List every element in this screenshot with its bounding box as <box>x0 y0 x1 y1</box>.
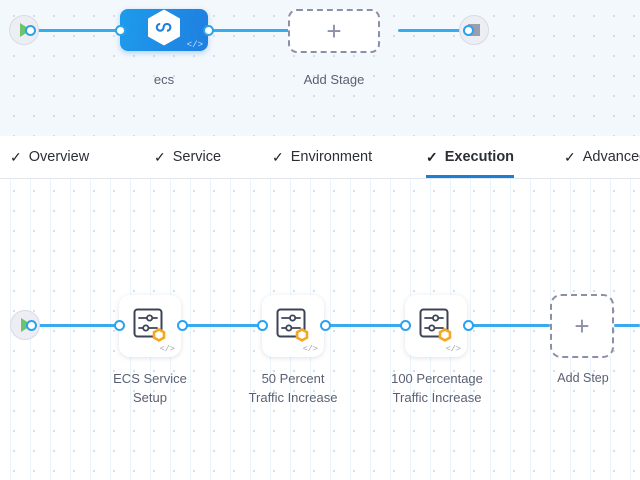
stage-config-tabbar: ✓ Overview ✓ Service ✓ Environment ✓ Exe… <box>0 136 640 179</box>
step-settings-icon <box>131 306 169 349</box>
step-settings-icon <box>417 306 455 349</box>
step-3-port-out[interactable] <box>463 320 474 331</box>
tab-service[interactable]: ✓ Service <box>154 136 221 178</box>
step-node-ecs-service-setup[interactable]: </> <box>119 295 181 357</box>
step-node-100-percentage-traffic-increase[interactable]: </> <box>405 295 467 357</box>
stage-connector-ecs-to-add[interactable] <box>208 29 306 32</box>
stage-ecs-port-out[interactable] <box>203 25 214 36</box>
stage-label-ecs: ecs <box>153 72 175 87</box>
stage-ecs-port-in[interactable] <box>115 25 126 36</box>
step-label-1: ECS Service Setup <box>90 369 210 407</box>
add-stage-label: Add Stage <box>303 72 365 87</box>
tab-label: Environment <box>290 149 373 165</box>
plus-icon: + <box>574 311 590 341</box>
harness-hexagon-icon <box>147 9 181 52</box>
step-3-port-in[interactable] <box>400 320 411 331</box>
tab-label: Overview <box>28 149 90 165</box>
step-2-port-out[interactable] <box>320 320 331 331</box>
step-node-50-percent-traffic-increase[interactable]: </> <box>262 295 324 357</box>
step-label-2-line1: 50 Percent <box>261 371 325 386</box>
stage-connector-start-to-ecs[interactable] <box>30 29 130 32</box>
step-connector-start-to-1[interactable] <box>31 324 125 327</box>
check-icon: ✓ <box>564 149 576 165</box>
step-connector-3-to-add[interactable] <box>468 324 550 327</box>
check-icon: ✓ <box>272 149 284 165</box>
step-label-2: 50 Percent Traffic Increase <box>233 369 353 407</box>
step-1-port-out[interactable] <box>177 320 188 331</box>
step-connector-add-to-end[interactable] <box>614 324 640 327</box>
step-label-3: 100 Percentage Traffic Increase <box>376 369 498 407</box>
add-stage-button[interactable]: + <box>288 9 380 53</box>
tab-advanced[interactable]: ✓ Advanced <box>564 136 640 178</box>
step-2-port-in[interactable] <box>257 320 268 331</box>
step-label-1-line1: ECS Service <box>113 371 187 386</box>
execution-steps-canvas[interactable]: </> ECS Service Setup <box>0 179 640 480</box>
add-step-button[interactable]: + <box>550 294 614 358</box>
tab-label: Execution <box>444 149 515 165</box>
stage-start-port[interactable] <box>25 25 36 36</box>
step-label-3-line2: Traffic Increase <box>392 390 482 405</box>
stage-canvas[interactable]: </> ecs + Add Stage <box>0 0 640 136</box>
tab-overview[interactable]: ✓ Overview <box>10 136 89 178</box>
code-icon: </> <box>302 344 318 354</box>
stage-connector-add-to-end[interactable] <box>398 29 468 32</box>
add-step-label: Add Step <box>557 371 609 385</box>
check-icon: ✓ <box>426 149 438 165</box>
step-label-1-line2: Setup <box>133 390 167 405</box>
code-icon: </> <box>159 344 175 354</box>
code-icon: </> <box>445 344 461 354</box>
stage-end-port[interactable] <box>463 25 474 36</box>
step-label-2-line2: Traffic Increase <box>248 390 338 405</box>
step-connector-2-to-3[interactable] <box>325 324 409 327</box>
step-settings-icon <box>274 306 312 349</box>
tab-environment[interactable]: ✓ Environment <box>272 136 372 178</box>
tab-execution[interactable]: ✓ Execution <box>426 136 515 178</box>
step-connector-1-to-2[interactable] <box>183 324 267 327</box>
step-1-port-in[interactable] <box>114 320 125 331</box>
check-icon: ✓ <box>154 149 166 165</box>
step-label-3-line1: 100 Percentage <box>391 371 483 386</box>
stage-node-ecs[interactable]: </> <box>120 9 208 51</box>
plus-icon: + <box>326 16 342 46</box>
step-start-port[interactable] <box>26 320 37 331</box>
check-icon: ✓ <box>10 149 22 165</box>
tab-label: Advanced <box>582 149 640 165</box>
tab-label: Service <box>172 149 222 165</box>
code-icon: </> <box>186 40 203 50</box>
